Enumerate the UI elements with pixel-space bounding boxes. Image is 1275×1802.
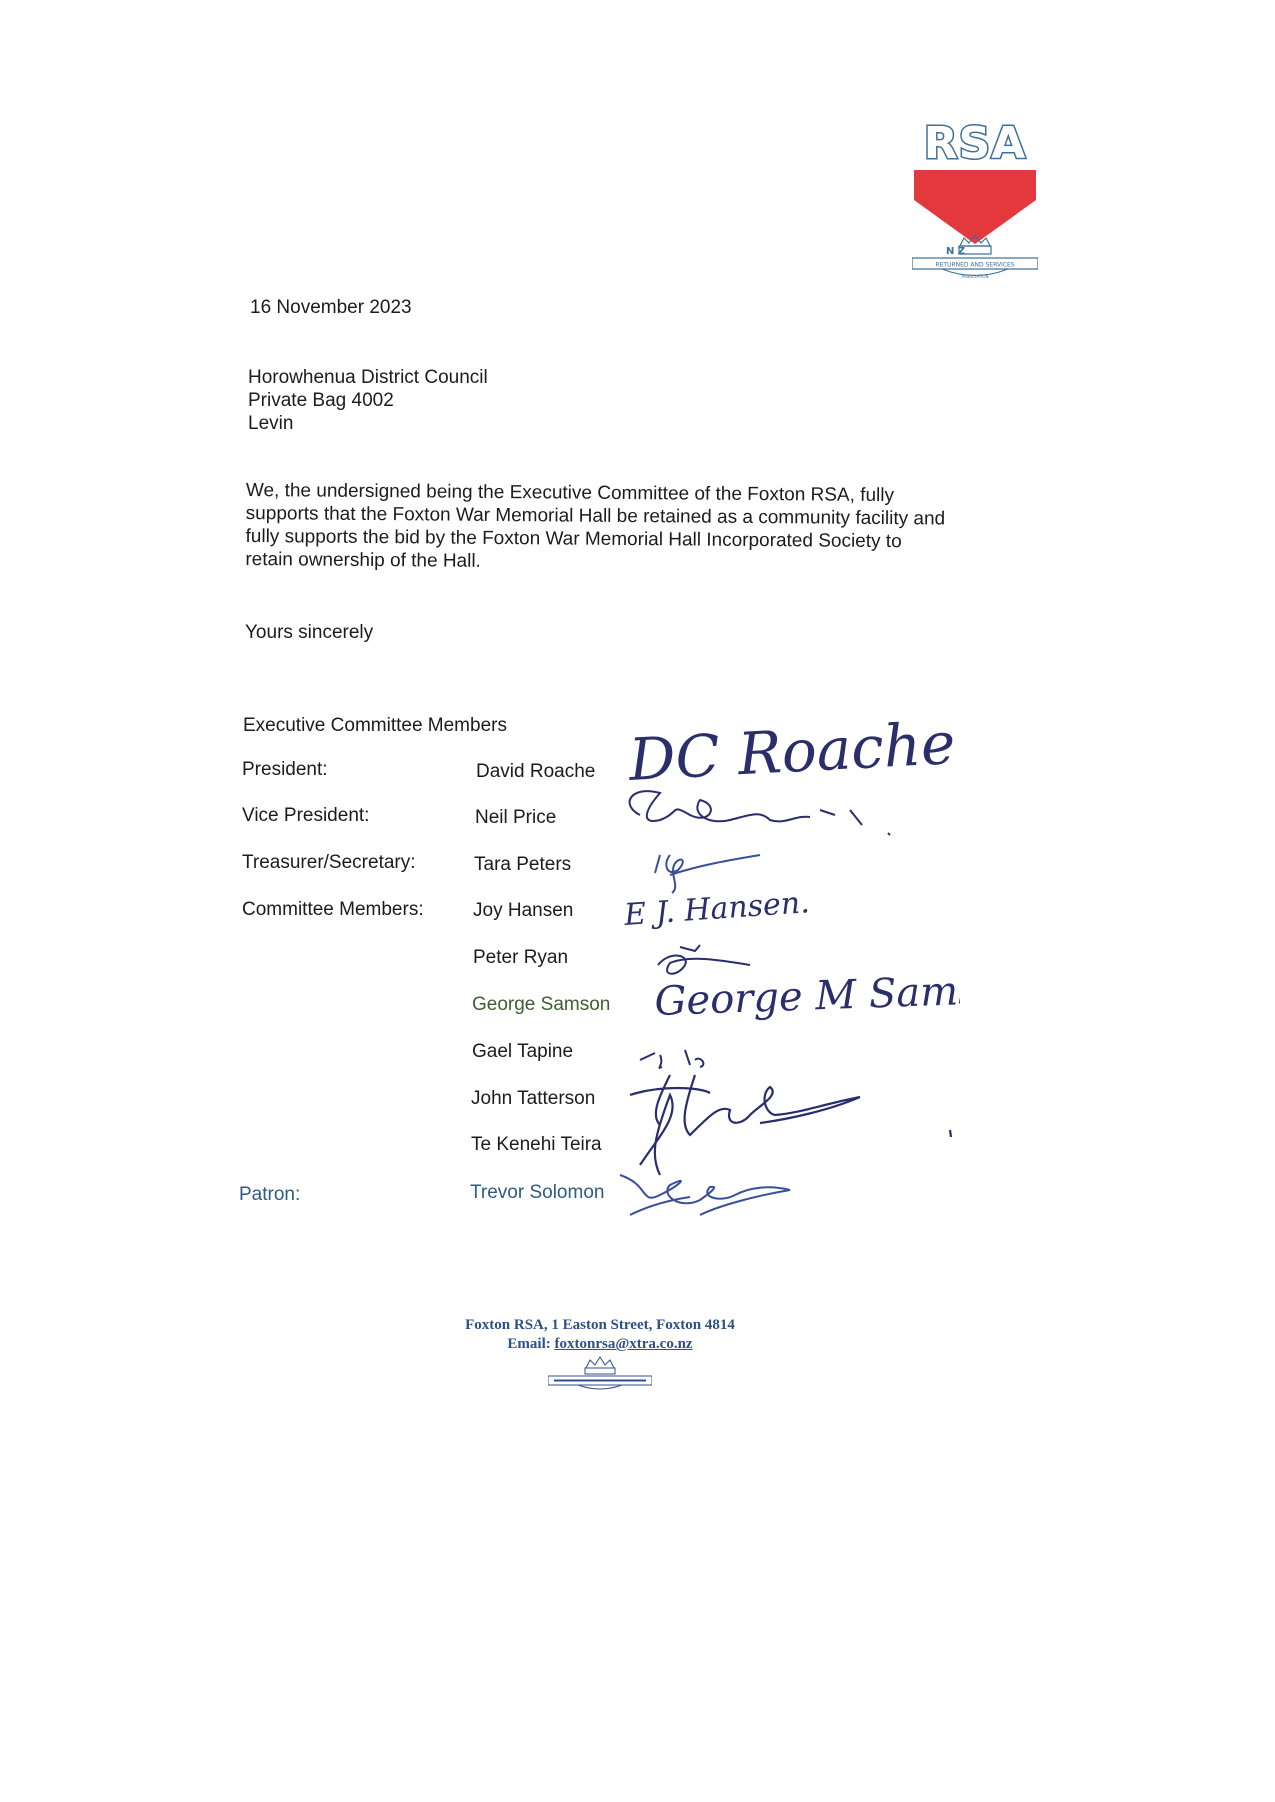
emblem-badge-subtext: ASSOCIATION (961, 274, 988, 279)
emblem-badge-text: RETURNED AND SERVICES (935, 262, 1014, 269)
role-president: President: (242, 759, 328, 780)
member-name: Tara Peters (474, 854, 572, 875)
committee-heading: Executive Committee Members (243, 715, 507, 736)
signature-roache: DC Roache (626, 715, 957, 794)
role-committee-members: Committee Members: (242, 899, 424, 920)
signature-samson: George M Samson (654, 966, 960, 1025)
poppy-crown-emblem-icon: N Z RETURNED AND SERVICES ASSOCIATION (912, 170, 1038, 279)
signature-ryan (657, 944, 751, 975)
signature-tapine (639, 1049, 705, 1069)
member-name: George Samson (472, 994, 611, 1015)
signatures: DC Roache E J. Hansen. George M Samson (619, 715, 960, 1216)
signature-solomon (619, 1174, 791, 1216)
rsa-logo: RSA N Z RETURNED AND SERVICES ASSOCIATIO… (912, 117, 1038, 284)
role-patron: Patron: (239, 1184, 301, 1205)
footer-address: Foxton RSA, 1 Easton Street, Foxton 4814 (465, 1317, 735, 1333)
svg-text:DC Roache: DC Roache (626, 715, 957, 794)
recipient-line: Levin (248, 413, 294, 434)
member-name: Peter Ryan (473, 947, 569, 968)
recipient-address: Horowhenua District Council Private Bag … (248, 366, 488, 435)
member-name: Trevor Solomon (470, 1182, 605, 1203)
footer-crown-badge-icon (548, 1356, 652, 1390)
member-name: Gael Tapine (472, 1041, 574, 1062)
role-treasurer-secretary: Treasurer/Secretary: (242, 852, 416, 873)
letter-date: 16 November 2023 (250, 297, 412, 318)
member-name: John Tatterson (471, 1088, 596, 1109)
role-vice-president: Vice President: (242, 805, 370, 826)
footer-email-line: Email: foxtonrsa@xtra.co.nz (420, 1335, 780, 1354)
svg-text:George M Samson: George M Samson (654, 966, 960, 1025)
recipient-line: Horowhenua District Council (248, 367, 488, 388)
footer-email-link[interactable]: foxtonrsa@xtra.co.nz (554, 1336, 693, 1352)
footer-email-label: Email: (507, 1336, 551, 1352)
signature-tatterson (629, 1074, 953, 1176)
emblem-letters: N Z (946, 246, 965, 257)
member-name: Te Kenehi Teira (471, 1134, 602, 1155)
letter-footer: Foxton RSA, 1 Easton Street, Foxton 4814… (420, 1316, 780, 1354)
letter-closing: Yours sincerely (245, 622, 374, 643)
letter-body: We, the undersigned being the Executive … (245, 479, 945, 576)
signature-hansen: E J. Hansen. (622, 885, 811, 933)
member-name: David Roache (476, 761, 596, 782)
member-name: Joy Hansen (473, 900, 574, 921)
svg-text:E J. Hansen.: E J. Hansen. (622, 885, 811, 933)
signature-price (628, 790, 891, 836)
rsa-logo-text: RSA (922, 117, 1027, 171)
member-name: Neil Price (475, 807, 557, 828)
recipient-line: Private Bag 4002 (248, 390, 394, 411)
signature-peters (654, 854, 761, 894)
